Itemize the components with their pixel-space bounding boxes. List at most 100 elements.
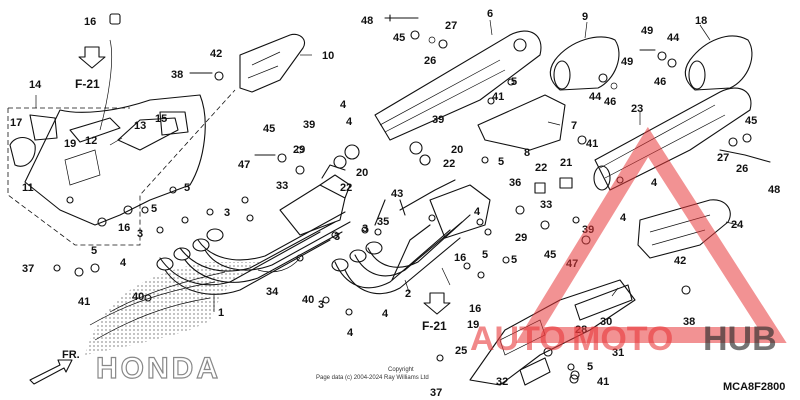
- callout-45b: 45: [263, 123, 275, 135]
- callout-42b: 42: [674, 255, 686, 267]
- callout-25: 25: [455, 345, 467, 357]
- callout-39a: 39: [303, 119, 315, 131]
- watermark-moto: MOTO: [572, 320, 673, 358]
- callout-26a: 26: [424, 55, 436, 67]
- muffler-cap-9: [549, 36, 620, 91]
- callout-49a: 49: [641, 25, 653, 37]
- callout-16b: 16: [118, 222, 130, 234]
- callout-16a: 16: [84, 16, 96, 28]
- callout-19a: 19: [64, 138, 76, 150]
- callout-40b: 40: [302, 294, 314, 306]
- o2-sensor-34: [257, 257, 301, 273]
- callout-16c: 16: [454, 252, 466, 264]
- callout-33a: 33: [276, 180, 288, 192]
- callout-44a: 44: [667, 32, 680, 44]
- heat-shield-24: [637, 199, 731, 259]
- callout-18: 18: [695, 15, 707, 27]
- callout-46a: 46: [654, 76, 666, 88]
- callout-30: 30: [600, 316, 612, 328]
- callout-43: 43: [391, 188, 403, 200]
- callout-46b: 46: [604, 96, 616, 108]
- callout-4a: 4: [120, 257, 127, 269]
- callout-4d: 4: [474, 206, 481, 218]
- callout-31: 31: [612, 347, 624, 359]
- callout-45a: 45: [393, 32, 405, 44]
- callout-7: 7: [571, 120, 577, 132]
- callout-4f: 4: [347, 327, 354, 339]
- callout-3d: 3: [362, 223, 368, 235]
- heat-shield-10: [239, 33, 306, 93]
- exhaust-pipe-front: [156, 211, 351, 295]
- honda-wing-logo: [85, 262, 260, 355]
- callout-16d: 16: [469, 303, 481, 315]
- muffler-left: [374, 30, 542, 141]
- callout-22a: 22: [340, 182, 352, 194]
- callout-49b: 49: [621, 56, 633, 68]
- honda-logo-text: HONDA: [96, 352, 221, 385]
- callout-27a: 27: [445, 20, 457, 32]
- callout-15: 15: [155, 113, 167, 125]
- svg-text:FR.: FR.: [62, 349, 80, 361]
- callout-48a: 48: [361, 15, 373, 27]
- callout-13: 13: [134, 120, 146, 132]
- callout-4h: 4: [620, 212, 627, 224]
- callout-41c: 41: [586, 138, 598, 150]
- callout-29a: 29: [293, 144, 305, 156]
- leader-lines: [35, 19, 739, 312]
- callout-37b: 37: [430, 387, 442, 399]
- svg-text:F-21: F-21: [422, 319, 447, 333]
- callout-4c: 4: [346, 116, 353, 128]
- callout-20b: 20: [451, 144, 463, 156]
- f21-ref-middle[interactable]: F-21: [422, 292, 451, 333]
- callout-27b: 27: [717, 152, 729, 164]
- callout-3e: 3: [318, 299, 324, 311]
- bracket-7: [477, 94, 566, 151]
- front-direction-arrow: FR.: [29, 349, 80, 385]
- callout-1: 1: [218, 307, 224, 319]
- svg-text:F-21: F-21: [75, 77, 100, 91]
- callout-22c: 22: [535, 162, 547, 174]
- callout-44b: 44: [589, 91, 602, 103]
- heat-shield-box: [7, 89, 236, 246]
- callout-4e: 4: [382, 308, 389, 320]
- callout-41d: 41: [597, 376, 609, 388]
- callout-22b: 22: [443, 158, 455, 170]
- callout-42a: 42: [210, 48, 222, 60]
- callout-5c: 5: [91, 245, 97, 257]
- callout-17: 17: [10, 117, 22, 129]
- diagram-code: MCA8F2800: [723, 381, 785, 393]
- callout-5f: 5: [511, 254, 517, 266]
- callout-6: 6: [487, 8, 493, 20]
- callout-36: 36: [509, 177, 521, 189]
- callout-20a: 20: [356, 167, 368, 179]
- callout-14: 14: [29, 79, 42, 91]
- callout-38b: 38: [683, 316, 695, 328]
- callout-2: 2: [405, 288, 411, 300]
- callout-9: 9: [582, 11, 588, 23]
- muffler-cap-18: [684, 35, 753, 91]
- copyright-label: Copyright: [388, 367, 414, 373]
- callout-41b: 41: [492, 91, 504, 103]
- exhaust-pipe-rear: [331, 214, 471, 295]
- callout-8: 8: [524, 147, 530, 159]
- callout-37a: 37: [22, 263, 34, 275]
- callout-45d: 45: [544, 249, 556, 261]
- copyright-line: Page data (c) 2004-2024 Ray Williams Ltd: [316, 375, 429, 381]
- callout-5h: 5: [482, 249, 488, 261]
- callout-47a: 47: [238, 159, 250, 171]
- callout-24: 24: [731, 219, 744, 231]
- callout-23: 23: [631, 103, 643, 115]
- callout-5d: 5: [511, 76, 517, 88]
- callout-3b: 3: [137, 228, 143, 240]
- callout-40a: 40: [132, 291, 144, 303]
- watermark-auto: AUTO: [470, 320, 566, 358]
- callout-4g: 4: [651, 177, 658, 189]
- callout-26b: 26: [736, 163, 748, 175]
- callout-5b: 5: [151, 203, 157, 215]
- f21-ref-top[interactable]: F-21: [75, 46, 106, 91]
- callout-4b: 4: [340, 99, 347, 111]
- callout-12: 12: [85, 135, 97, 147]
- callout-21: 21: [560, 157, 572, 169]
